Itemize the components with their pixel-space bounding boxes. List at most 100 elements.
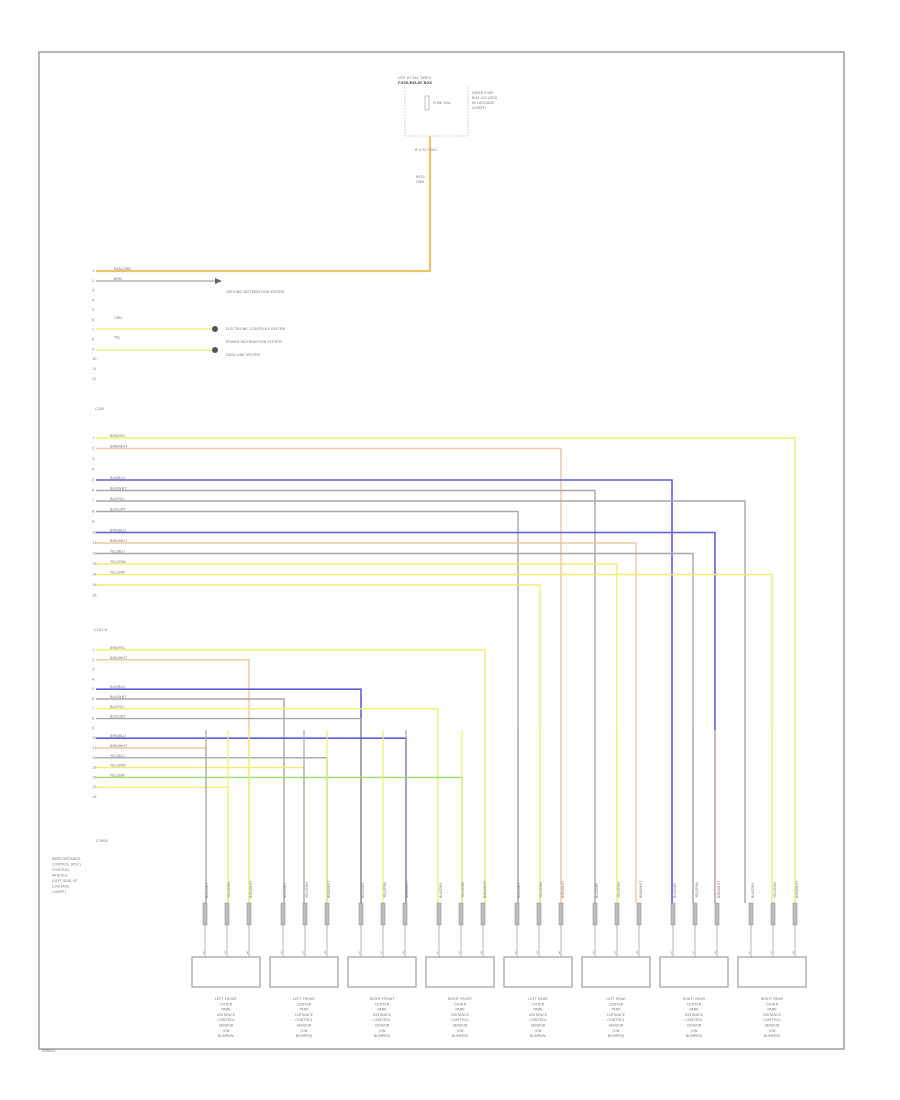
- top-component-title-2: FUSE/RELAY BOX: [398, 81, 432, 85]
- diagram-frame: [38, 51, 845, 1050]
- sensor-pin-number: 2: [770, 951, 772, 955]
- connector2-pin-number: 16: [92, 594, 97, 598]
- sensor-pin-number: 2: [614, 951, 616, 955]
- connector1-pin-number: 6: [92, 318, 95, 322]
- sensor-plug-icon: [202, 902, 208, 926]
- connector3-pin-number: 3: [92, 668, 94, 672]
- sensor-label-line: BUMPER): [218, 1034, 235, 1038]
- sensor-plug-icon: [670, 902, 676, 926]
- sensor-plug-icon: [792, 902, 798, 926]
- connector3-pin-number: 1: [92, 648, 94, 652]
- sensor-label-line: DISTANCE: [217, 1013, 236, 1017]
- sensor-wire-color-label: YEL/GRN: [773, 882, 777, 898]
- sensor-box: [581, 956, 651, 988]
- connector3-pin-color: BLK/YEL: [110, 705, 125, 709]
- connector3-pin-number: 7: [92, 707, 94, 711]
- splice-dot-icon: [212, 347, 218, 353]
- module-label-line: PARK DISTANCE: [52, 857, 81, 861]
- connector3-pin-color: BRN/WHT: [110, 744, 128, 748]
- sensor-label-line: PARK: [533, 1008, 543, 1012]
- sensor-box: [659, 956, 729, 988]
- sensor-plug-icon: [224, 902, 230, 926]
- sensor-plug-icon: [770, 902, 776, 926]
- sensor-plug-icon: [592, 902, 598, 926]
- connector2-pin-number: 3: [92, 457, 94, 461]
- sensor-box: [425, 956, 495, 988]
- sensor-wire-color-label: BRN/WHT: [717, 880, 721, 898]
- sensor-label-line: OUTER: [220, 1002, 233, 1006]
- sensor-label-line: BUMPER): [296, 1034, 313, 1038]
- connector2-pin-number: 7: [92, 499, 94, 503]
- sensor-label-line: CONTROL: [217, 1018, 235, 1022]
- sensor-wire-color-label: YEL/GRN: [617, 882, 621, 898]
- connector2-pin-number: 13: [92, 562, 97, 566]
- sensor-pin-number: 3: [714, 951, 716, 955]
- connector2-pin-number: 6: [92, 489, 95, 493]
- sensor-plug-icon: [748, 902, 754, 926]
- sensor-label-line: LEFT REAR: [528, 997, 548, 1001]
- sensor-pin-number: 3: [792, 951, 794, 955]
- sensor-label-line: SENSOR: [765, 1024, 780, 1028]
- connector3-pin-number: 6: [92, 697, 95, 701]
- module-label-line: (LEFT SIDE OF: [52, 879, 77, 883]
- connector2-pin-number: 15: [92, 583, 97, 587]
- sensor-pin-number: 2: [380, 951, 382, 955]
- sensor-label-line: CONTROL: [529, 1018, 547, 1022]
- sensor-label-line: (ON: [379, 1029, 386, 1033]
- sensor-pin-number: 1: [202, 951, 204, 955]
- sensor-wire-color-label: BRN/WHT: [327, 880, 331, 898]
- connector3-pin-number: 15: [92, 785, 97, 789]
- sensor-label-line: SENSOR: [609, 1024, 624, 1028]
- connector3-pin-number: 9: [92, 726, 95, 730]
- sensor-label-line: PARK: [689, 1008, 699, 1012]
- connector3-pin-number: 4: [92, 677, 95, 681]
- sensor-label-line: PARK: [299, 1008, 309, 1012]
- fuse-box-note-line: (REAR FUSE: [472, 91, 494, 95]
- connector2-pin-number: 5: [92, 478, 94, 482]
- sensor-label-line: PARK: [221, 1008, 231, 1012]
- sensor-pin-number: 1: [592, 951, 594, 955]
- connector3-pin-number: 14: [92, 775, 97, 779]
- sensor-label-line: CONTROL: [763, 1018, 781, 1022]
- connector2-pin-number: 1: [92, 436, 94, 440]
- sensor-wire-color-label: YEL/GRN: [227, 882, 231, 898]
- sensor-pin-number: 2: [458, 951, 460, 955]
- sensor-wire-color-label: BLK/GRY: [751, 882, 755, 898]
- sensor-wire-color-label: BLK/GRY: [439, 882, 443, 898]
- connector2-pin-color: YEL/GRY: [110, 571, 126, 575]
- sensor-pin-number: 1: [748, 951, 750, 955]
- sensor-plug-icon: [458, 902, 464, 926]
- connector2-pin-number: 8: [92, 510, 95, 514]
- sensor-label-line: PARK: [377, 1008, 387, 1012]
- sensor-pin-number: 2: [224, 951, 226, 955]
- wire-connector3-pin11: [96, 747, 207, 903]
- feed-wire-color-label: RED/: [416, 175, 426, 179]
- fuse-box-outline: [404, 87, 469, 137]
- sensor-pin-number: 3: [246, 951, 248, 955]
- sensor-pin-number: 1: [358, 951, 360, 955]
- connector3-pin-color: BRN/BLU: [110, 734, 126, 738]
- sensor-wire-color-label: YEL/GRN: [383, 882, 387, 898]
- connector2-pin-color: BLK/WHT: [110, 487, 127, 491]
- connector1-pin-number: 8: [92, 338, 95, 342]
- sensor-label-line: DISTANCE: [373, 1013, 392, 1017]
- wire-connector2-pin11: [96, 542, 637, 903]
- connector2-pin-color: BRN/WHT: [110, 445, 128, 449]
- sensor-pin-number: 1: [670, 951, 672, 955]
- sensor-label-line: PARK: [767, 1008, 777, 1012]
- sensor-label-line: CENTER: [609, 1002, 624, 1006]
- sensor-label-line: CONTROL: [295, 1018, 313, 1022]
- connector1-note-pin2: GROUND DISTRIBUTION SYSTEM: [226, 290, 285, 294]
- connector3-pin-color: BRN/WHT: [110, 656, 128, 660]
- connector1-pin-number: 7: [92, 328, 94, 332]
- module-label-line: COMPT): [52, 890, 67, 894]
- sensor-label-line: BUMPER): [686, 1034, 703, 1038]
- connector3-pin-color: BRN/YEL: [110, 646, 125, 650]
- sensor-pin-number: 3: [636, 951, 638, 955]
- sensor-box: [347, 956, 417, 988]
- sensor-pin-number: 1: [280, 951, 282, 955]
- sensor-plug-icon: [636, 902, 642, 926]
- connector2-label: C201 B: [94, 628, 108, 632]
- connector2-pin-number: 2: [92, 447, 94, 451]
- sensor-label-line: DISTANCE: [607, 1013, 626, 1017]
